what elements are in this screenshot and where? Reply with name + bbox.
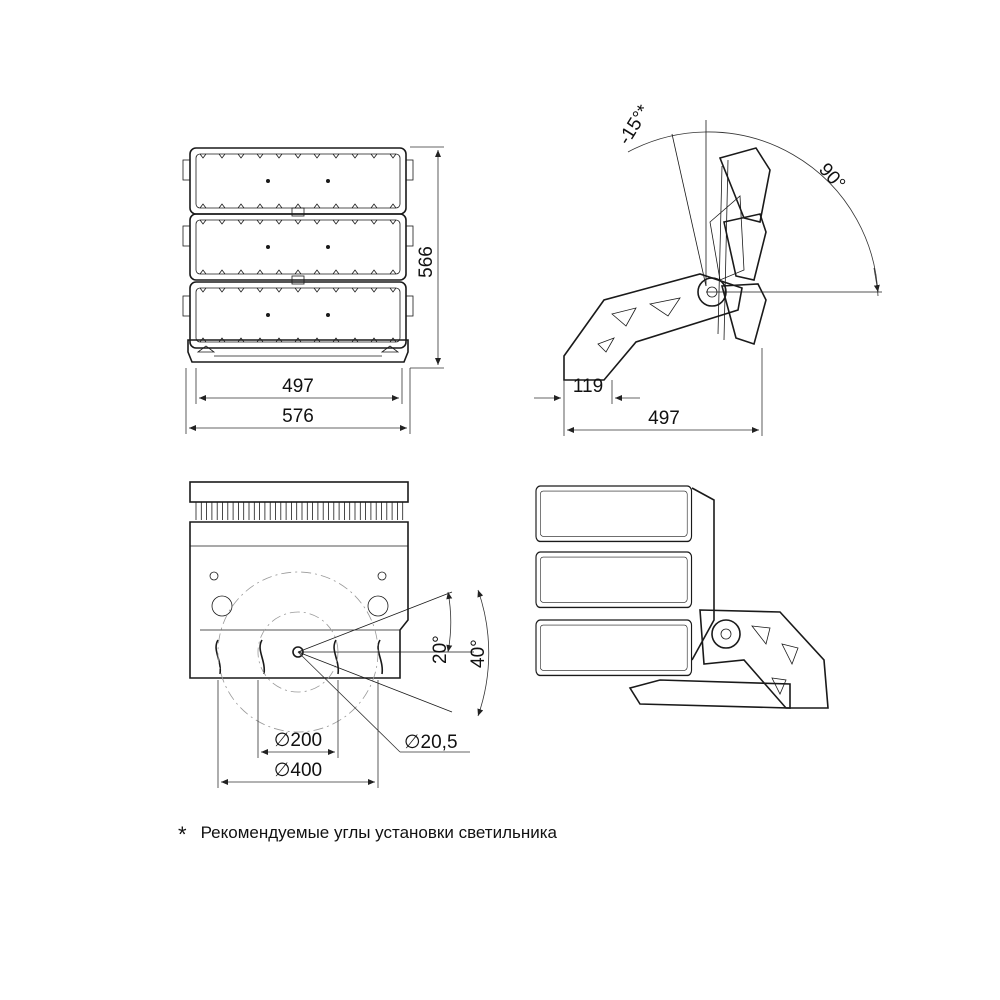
dim-inner-width-label: 497 [282,376,314,397]
iso-view [535,485,829,709]
iso-bracket [699,609,829,709]
heatsink-fins [195,502,404,520]
top-view: 20° 40° ∅20,5 ∅200 ∅400 [189,481,490,788]
dim-height-label: 566 [416,246,437,278]
dim-depth-label: 497 [648,408,680,429]
dim-bolt-circle-outer-label: ∅400 [274,760,322,781]
dim-angle-large-label: 40° [468,639,489,668]
iso-panel-bottom [535,619,693,677]
bracket-base [187,339,409,363]
footnote-text: Рекомендуемые углы установки светильника [200,823,558,842]
iso-panel-top [535,485,693,543]
luminaire-side [717,147,771,346]
side-view: -15°* 90° 119 497 [534,101,882,436]
bracket-plate [189,521,409,679]
dim-offset-label: 119 [573,376,603,397]
dim-outer-width: 576 [185,368,411,434]
iso-panel-middle [535,551,693,609]
dim-outer-width-label: 576 [282,406,314,427]
dim-inner-width: 497 [195,368,403,404]
dim-depth: 497 [567,348,763,436]
panel-fins [199,153,397,343]
dim-bolt-circle-inner-label: ∅200 [274,730,322,751]
angle-arc [627,131,879,297]
dim-angle-small-label: 20° [430,635,451,664]
dim-angle-plus-label: 90° [814,159,849,194]
led-dots [266,179,330,317]
mounting-arm [563,195,745,381]
front-view: 566 497 576 [182,146,444,434]
dim-angle-minus-label: -15°* [614,101,655,149]
dim-height: 566 [410,146,444,369]
dim-hole-label: ∅20,5 [404,732,458,753]
footnote-marker: * [178,822,187,847]
footnote: * Рекомендуемые углы установки светильник… [178,818,558,847]
dim-offset: 119 [534,376,640,436]
